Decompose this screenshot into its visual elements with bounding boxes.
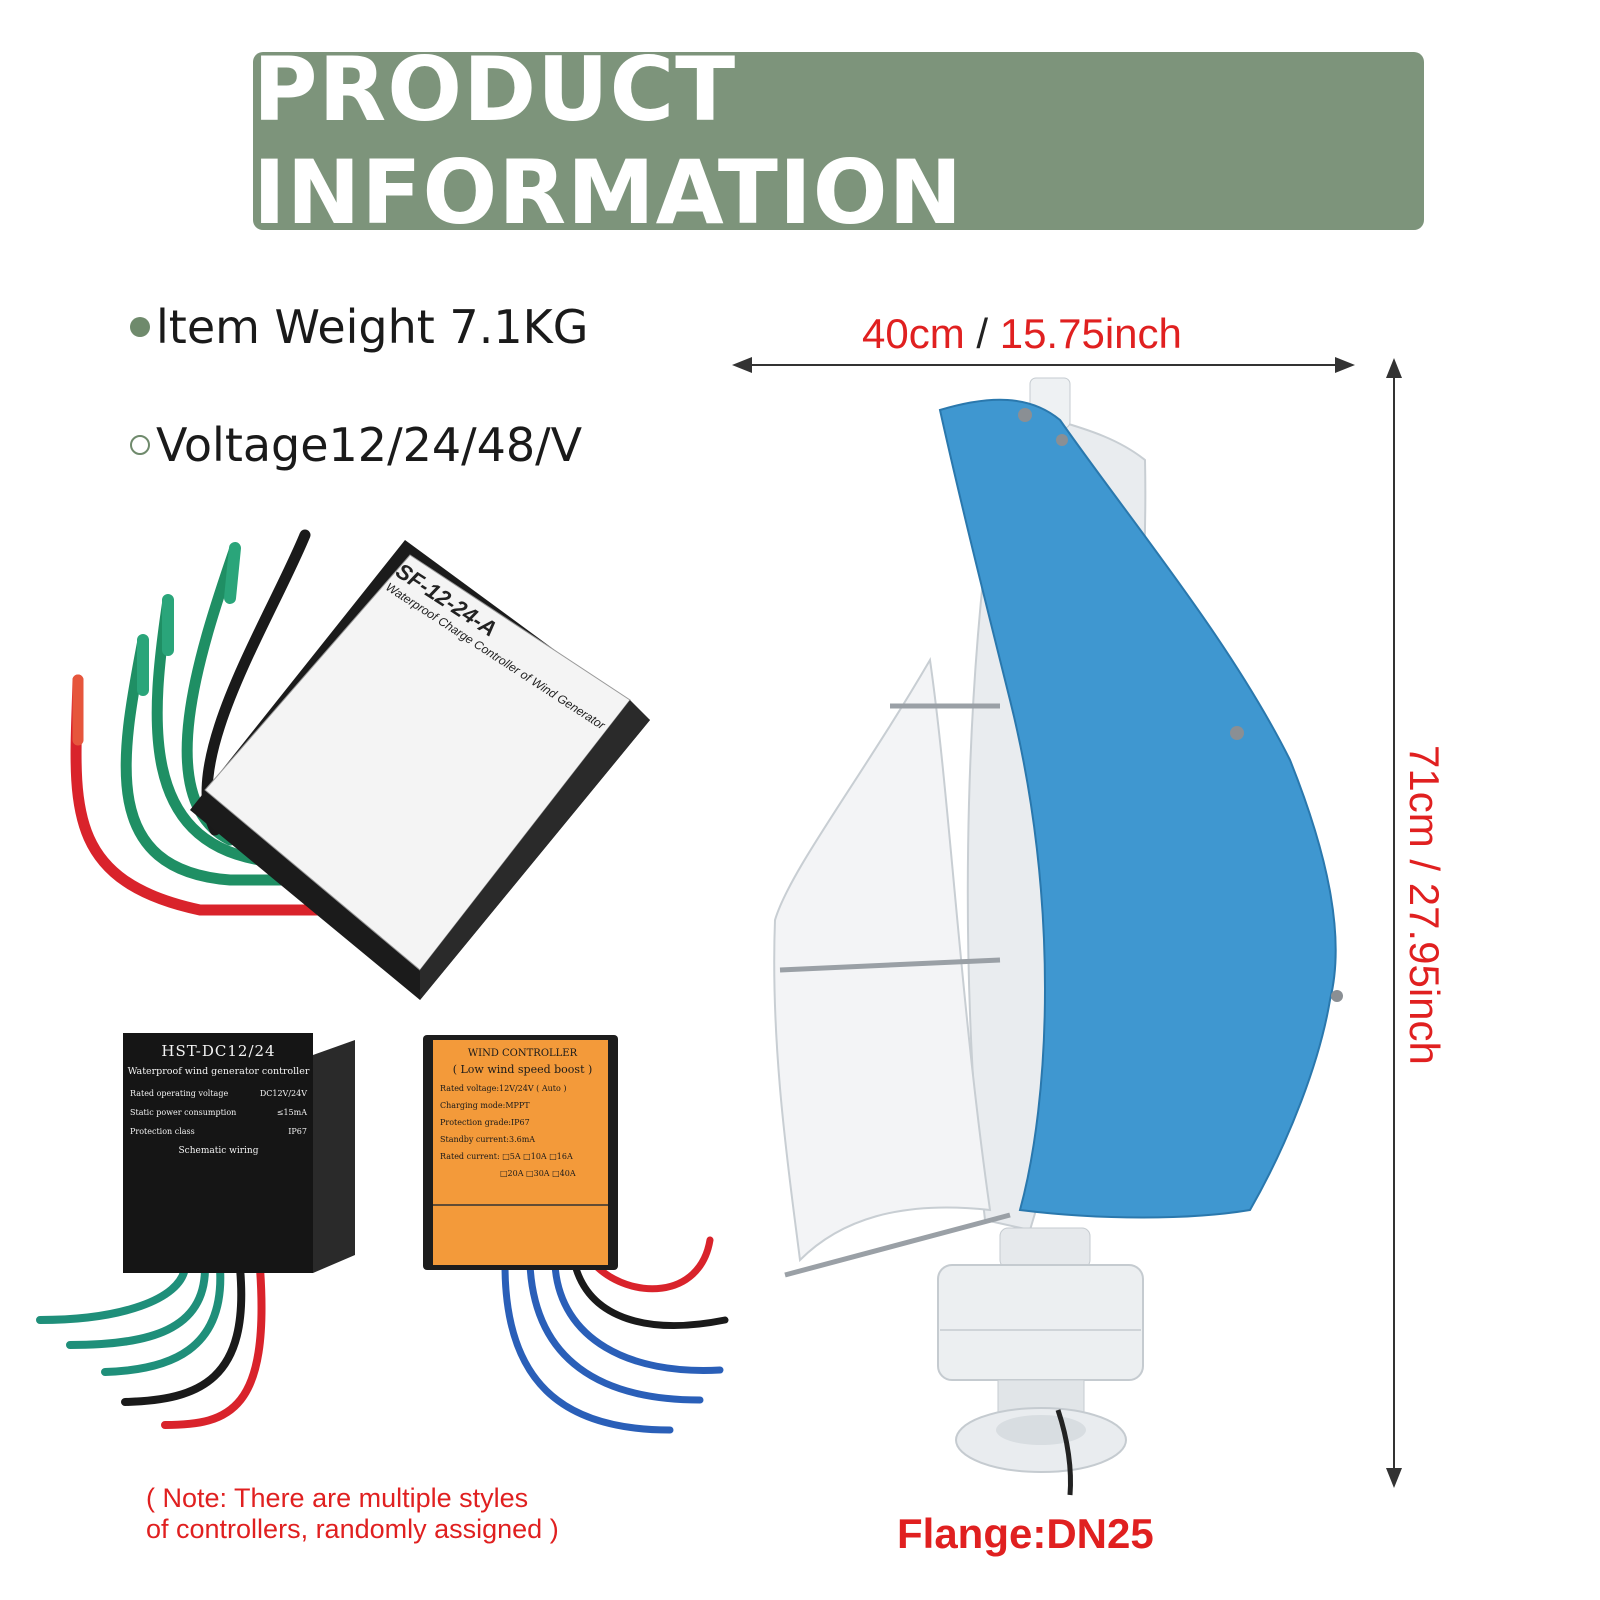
- controller-note: ( Note: There are multiple styles of con…: [146, 1483, 559, 1545]
- hst-row-label: Static power consumption: [130, 1108, 237, 1117]
- bullet-filled-icon: [130, 317, 150, 337]
- cable: [1055, 1409, 1073, 1496]
- flange-label: Flange:DN25: [897, 1510, 1154, 1557]
- hst-subtitle: Waterproof wind generator controller: [127, 1066, 310, 1077]
- hub-collar: [999, 1227, 1091, 1269]
- hst-controller: [123, 1033, 355, 1273]
- strut-middle: [779, 957, 1001, 973]
- generator-body: [937, 1264, 1144, 1381]
- note-line-2: of controllers, randomly assigned ): [146, 1514, 559, 1544]
- strut-bottom: [784, 1212, 1011, 1278]
- hst-model: HST-DC12/24: [161, 1042, 276, 1060]
- bullet-hollow-icon: [130, 435, 150, 455]
- orange-line: Rated current: □5A □10A □16A: [440, 1152, 573, 1161]
- white-blade-left: [773, 657, 992, 1263]
- spec-weight: ltem Weight 7.1KG: [130, 300, 588, 354]
- banner-title: PRODUCT INFORMATION: [253, 38, 964, 244]
- width-label: 40cm / 15.75inch: [862, 310, 1182, 358]
- orange-line: □20A □30A □40A: [500, 1169, 576, 1178]
- orange-controller-wires: [501, 1236, 729, 1434]
- orange-line: Standby current:3.6mA: [440, 1135, 536, 1144]
- spec-voltage: Voltage12/24/48/V: [130, 418, 582, 472]
- orange-subtitle: ( Low wind speed boost ): [452, 1063, 593, 1076]
- note-line-1: ( Note: There are multiple styles: [146, 1483, 529, 1513]
- wind-turbine: [773, 377, 1343, 1496]
- hst-row-1: Static power consumption ≤15mA: [130, 1108, 307, 1117]
- hst-row-label: Protection class: [130, 1127, 195, 1136]
- orange-line: Protection grade:IP67: [440, 1118, 530, 1127]
- sf-controller: [190, 540, 650, 1000]
- sf-controller-wires: [70, 529, 336, 916]
- orange-line: Rated voltage:12V/24V ( Auto ): [440, 1084, 567, 1093]
- hst-controller-wires: [36, 1264, 266, 1429]
- spec-weight-text: ltem Weight 7.1KG: [156, 300, 589, 354]
- hst-wiring: Schematic wiring: [178, 1146, 259, 1156]
- hst-row-0: Rated operating voltage DC12V/24V: [130, 1089, 307, 1098]
- title-banner: PRODUCT INFORMATION: [253, 38, 1424, 244]
- orange-line: Charging mode:MPPT: [440, 1101, 530, 1110]
- hst-label: HST-DC12/24 Waterproof wind generator co…: [126, 1042, 311, 1156]
- width-separator: /: [976, 310, 989, 357]
- width-cm: 40cm: [862, 310, 965, 357]
- hst-row-label: Rated operating voltage: [130, 1089, 229, 1098]
- blue-blade: [938, 398, 1337, 1219]
- hst-row-value: DC12V/24V: [259, 1089, 307, 1098]
- hst-row-value: IP67: [288, 1127, 307, 1136]
- hst-row-2: Protection class IP67: [130, 1127, 307, 1136]
- orange-title: WIND CONTROLLER: [467, 1048, 578, 1059]
- spec-voltage-text: Voltage12/24/48/V: [156, 418, 583, 472]
- orange-controller: [423, 1035, 618, 1270]
- hst-row-value: ≤15mA: [276, 1108, 307, 1117]
- width-inch: 15.75inch: [999, 310, 1182, 357]
- orange-label: WIND CONTROLLER ( Low wind speed boost )…: [440, 1048, 605, 1182]
